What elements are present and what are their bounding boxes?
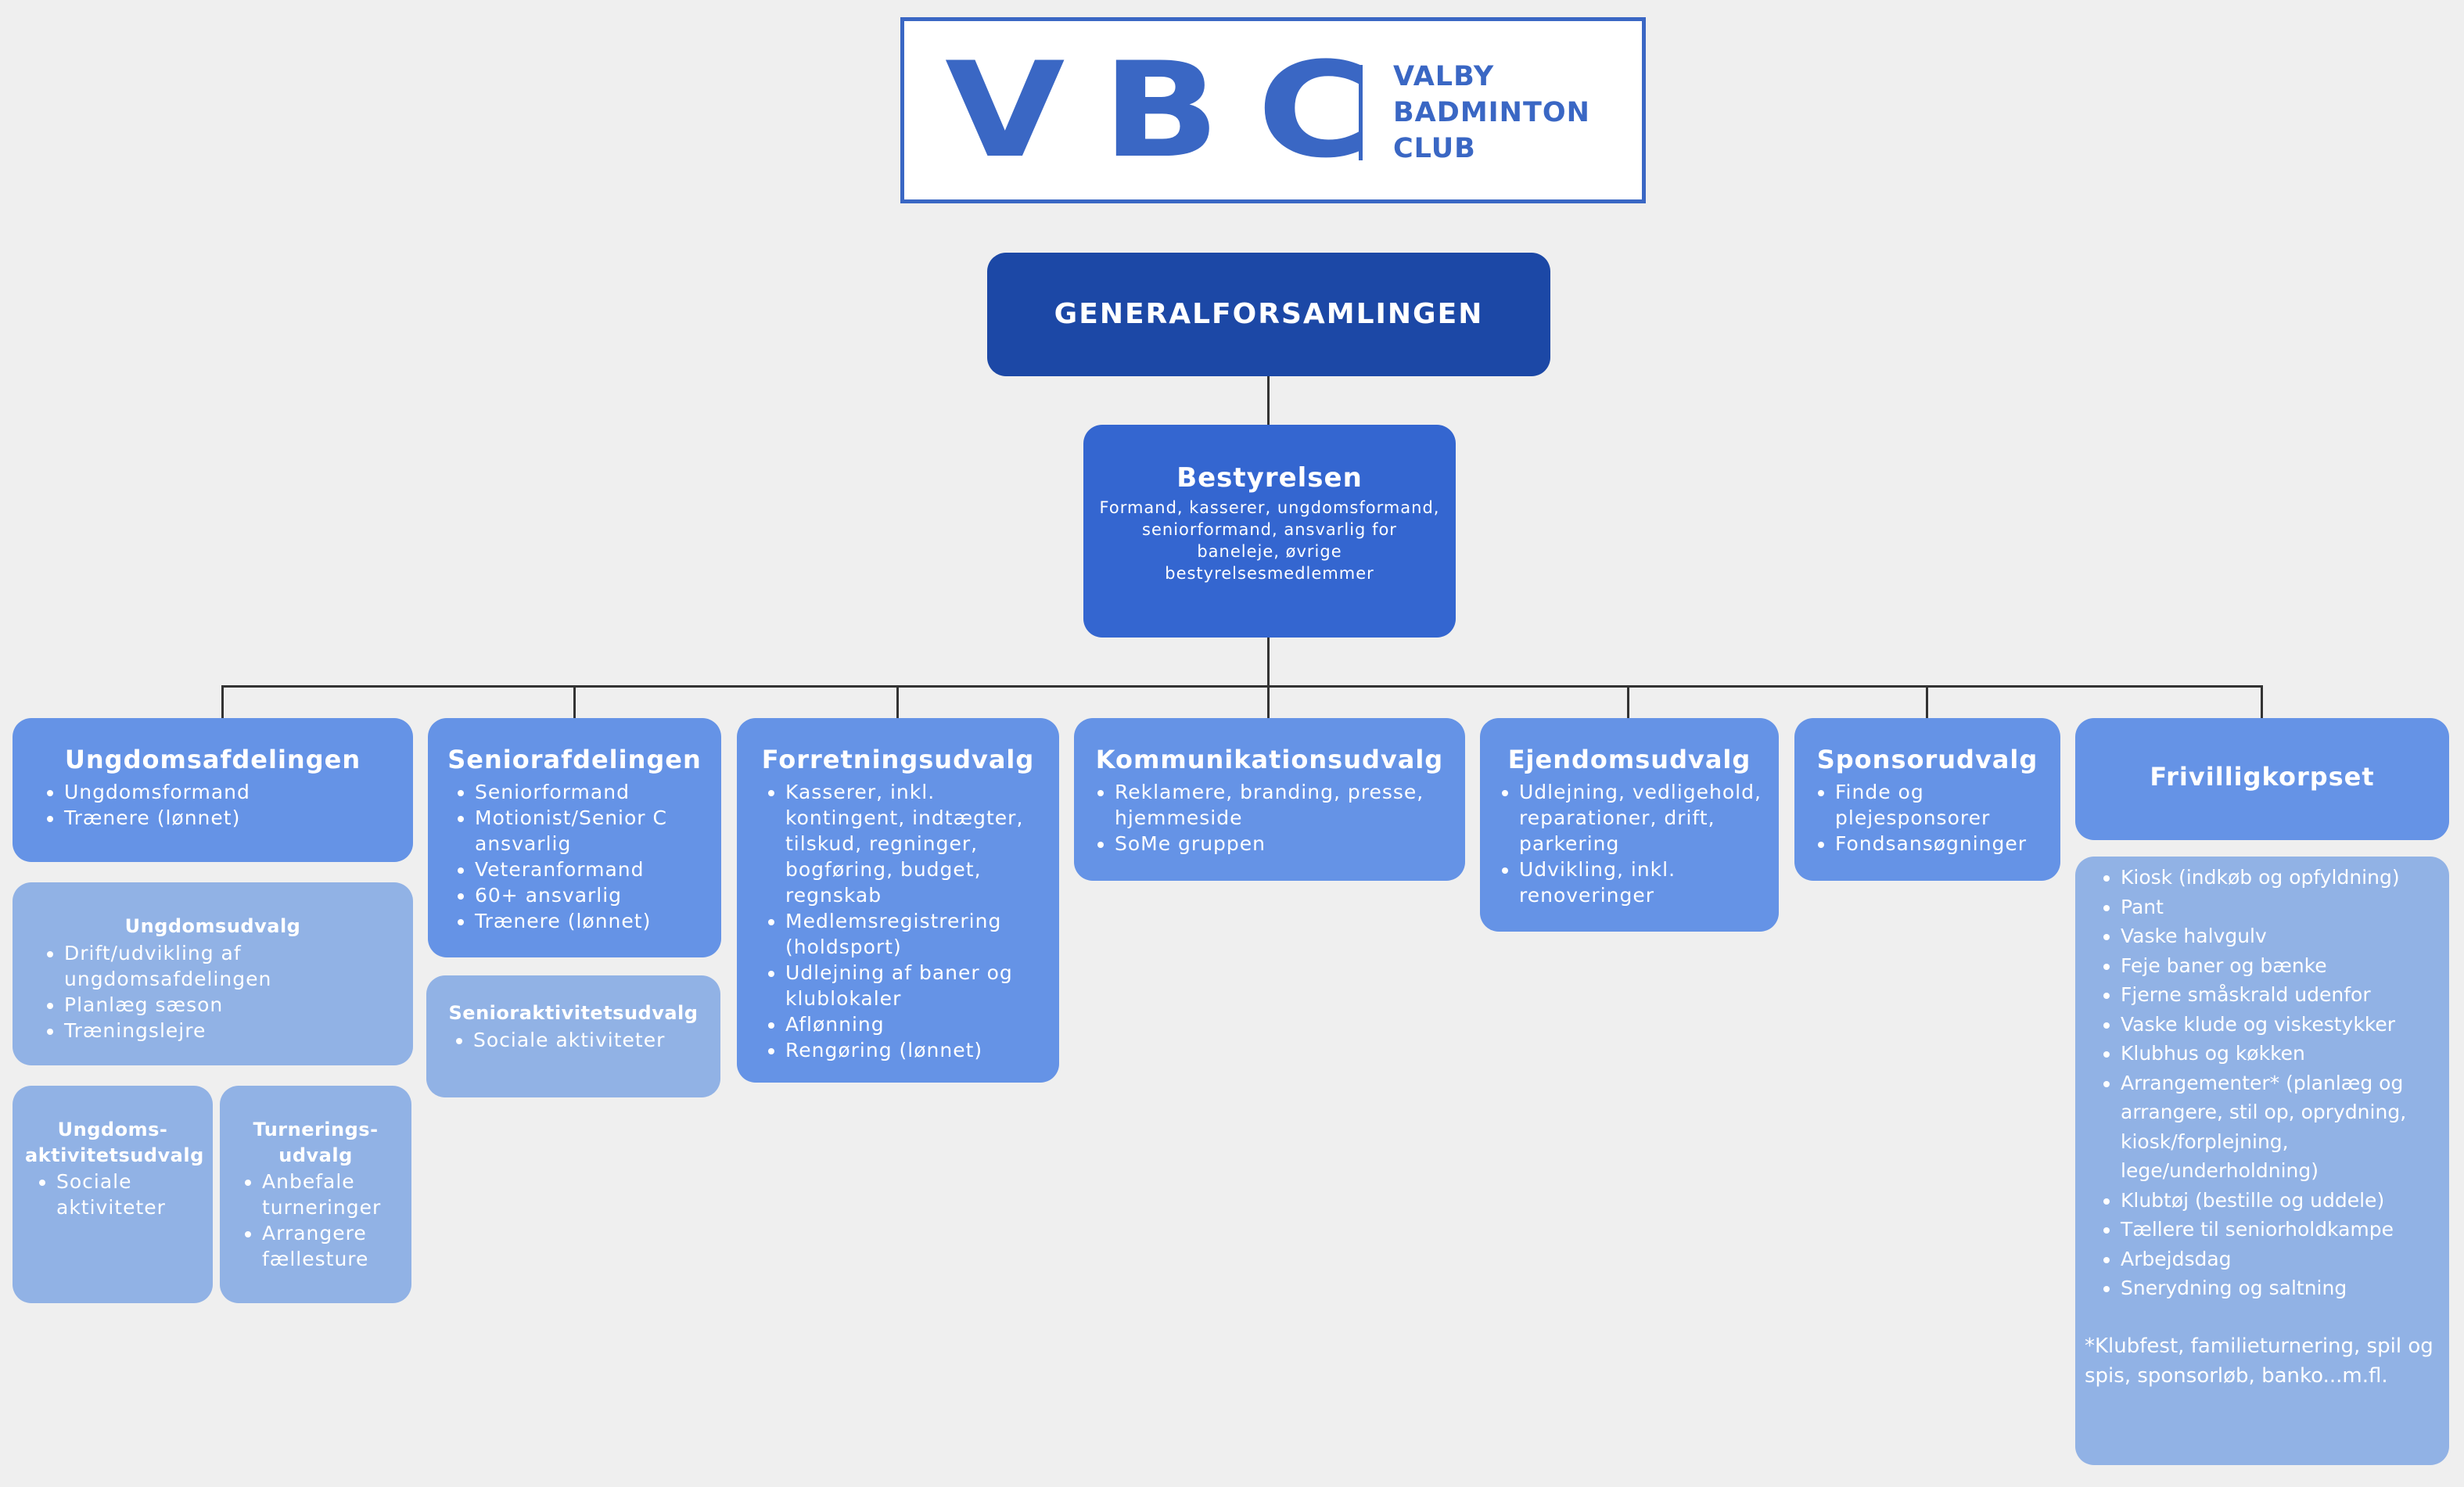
list-item: Tællere til seniorholdkampe	[2121, 1215, 2438, 1245]
list-item: Veteranformand	[475, 857, 713, 882]
list-item: Medlemsregistrering (holdsport)	[785, 908, 1048, 960]
list-item: Anbefale turneringer	[262, 1169, 407, 1220]
list-item: Arbejdsdag	[2121, 1245, 2438, 1274]
list-item: Trænere (lønnet)	[64, 805, 413, 831]
connector-drop	[896, 685, 899, 720]
connector-drop	[2261, 685, 2263, 720]
board-description: Formand, kasserer, ungdomsformand, senio…	[1099, 498, 1440, 583]
department-title: Frivilligkorpset	[2150, 762, 2375, 792]
connector-drop	[221, 685, 224, 720]
department-list: Kasserer, inkl. kontingent, indtægter, t…	[737, 779, 1059, 1063]
subcommittee-tournaments: Turnerings-udvalg Anbefale turneringer A…	[220, 1086, 411, 1303]
list-item: Klubhus og køkken	[2121, 1039, 2438, 1069]
list-item: Aflønning	[785, 1011, 1048, 1037]
connector-drop	[573, 685, 576, 720]
department-communication: Kommunikationsudvalg Reklamere, branding…	[1074, 718, 1465, 881]
list-item: Vaske halvgulv	[2121, 921, 2438, 951]
list-item: Sociale aktiviteter	[473, 1027, 720, 1053]
volunteer-task-list: Kiosk (indkøb og opfyldning) Pant Vaske …	[2075, 863, 2449, 1303]
board-title: Bestyrelsen	[1176, 462, 1363, 494]
connector-drop	[1267, 685, 1270, 720]
list-item: Reklamere, branding, presse, hjemmeside	[1115, 779, 1457, 831]
department-list: Finde og plejesponsorer Fondsansøgninger	[1794, 779, 2060, 857]
list-item: Klubtøj (bestille og uddele)	[2121, 1186, 2438, 1216]
list-item: SoMe gruppen	[1115, 831, 1457, 857]
connector-horizontal	[221, 685, 2263, 688]
department-list: Seniorformand Motionist/Senior C ansvarl…	[428, 779, 721, 934]
subcommittee-list: Sociale aktiviteter	[13, 1169, 213, 1220]
department-property: Ejendomsudvalg Udlejning, vedligehold, r…	[1480, 718, 1779, 932]
department-volunteers: Frivilligkorpset	[2075, 718, 2449, 840]
subcommittee-senior-activities: Senioraktivitetsudvalg Sociale aktivitet…	[426, 975, 720, 1097]
general-assembly-box: GENERALFORSAMLINGEN	[987, 253, 1550, 376]
volunteer-tasks-box: Kiosk (indkøb og opfyldning) Pant Vaske …	[2075, 857, 2449, 1465]
list-item: Pant	[2121, 893, 2438, 922]
list-item: Arrangere fællesture	[262, 1220, 407, 1272]
department-senior: Seniorafdelingen Seniorformand Motionist…	[428, 718, 721, 957]
logo-mark: VBC	[945, 34, 1408, 187]
volunteer-note: *Klubfest, familieturnering, spil og spi…	[2085, 1334, 2433, 1388]
subcommittee-title: Senioraktivitetsudvalg	[448, 1002, 699, 1024]
department-business: Forretningsudvalg Kasserer, inkl. kontin…	[737, 718, 1059, 1083]
connector-board-down	[1267, 635, 1270, 687]
connector-drop	[1926, 685, 1928, 720]
list-item: Udlejning af baner og klublokaler	[785, 960, 1048, 1011]
list-item: Rengøring (lønnet)	[785, 1037, 1048, 1063]
list-item: Snerydning og saltning	[2121, 1273, 2438, 1303]
department-list: Ungdomsformand Trænere (lønnet)	[13, 779, 413, 831]
list-item: Udvikling, inkl. renoveringer	[1519, 857, 1771, 908]
connector-top-board	[1267, 374, 1270, 426]
subcommittee-youth-activities: Ungdoms-aktivitetsudvalg Sociale aktivit…	[13, 1086, 213, 1303]
list-item: Arrangementer* (planlæg og arrangere, st…	[2121, 1069, 2438, 1186]
department-list: Udlejning, vedligehold, reparationer, dr…	[1480, 779, 1779, 908]
subcommittee-title: Ungdomsudvalg	[124, 915, 301, 937]
department-title: Sponsorudvalg	[1816, 745, 2038, 774]
list-item: Ungdomsformand	[64, 779, 413, 805]
logo-divider	[1359, 65, 1363, 160]
list-item: Motionist/Senior C ansvarlig	[475, 805, 713, 857]
board-box: Bestyrelsen Formand, kasserer, ungdomsfo…	[1083, 425, 1456, 638]
list-item: Fjerne småskrald udenfor	[2121, 980, 2438, 1010]
list-item: Drift/udvikling af ungdomsafdelingen	[64, 940, 404, 992]
department-youth: Ungdomsafdelingen Ungdomsformand Trænere…	[13, 718, 413, 862]
list-item: Trænere (lønnet)	[475, 908, 713, 934]
logo-club-name: VALBY BADMINTON CLUB	[1393, 59, 1590, 167]
subcommittee-youth: Ungdomsudvalg Drift/udvikling af ungdoms…	[13, 882, 413, 1065]
department-title: Ungdomsafdelingen	[64, 745, 361, 774]
list-item: Fondsansøgninger	[1835, 831, 2053, 857]
logo-name-line: VALBY	[1393, 61, 1495, 92]
list-item: Udlejning, vedligehold, reparationer, dr…	[1519, 779, 1771, 857]
general-assembly-title: GENERALFORSAMLINGEN	[1054, 298, 1484, 330]
department-list: Reklamere, branding, presse, hjemmeside …	[1074, 779, 1465, 857]
connector-drop	[1627, 685, 1629, 720]
logo-name-line: CLUB	[1393, 133, 1476, 164]
department-title: Ejendomsudvalg	[1507, 745, 1751, 774]
subcommittee-list: Anbefale turneringer Arrangere fællestur…	[220, 1169, 411, 1272]
list-item: Feje baner og bænke	[2121, 951, 2438, 981]
department-title: Kommunikationsudvalg	[1095, 745, 1444, 774]
list-item: Vaske klude og viskestykker	[2121, 1010, 2438, 1040]
logo-name-line: BADMINTON	[1393, 97, 1590, 128]
subcommittee-list: Sociale aktiviteter	[426, 1027, 720, 1053]
club-logo: VBC VALBY BADMINTON CLUB	[900, 17, 1646, 203]
department-sponsor: Sponsorudvalg Finde og plejesponsorer Fo…	[1794, 718, 2060, 881]
list-item: Træningslejre	[64, 1018, 404, 1043]
list-item: Kasserer, inkl. kontingent, indtægter, t…	[785, 779, 1048, 908]
department-title: Seniorafdelingen	[447, 745, 702, 774]
list-item: Kiosk (indkøb og opfyldning)	[2121, 863, 2438, 893]
subcommittee-title: Ungdoms-aktivitetsudvalg	[25, 1119, 204, 1166]
subcommittee-title: Turnerings-udvalg	[253, 1119, 379, 1166]
list-item: Planlæg sæson	[64, 992, 404, 1018]
subcommittee-list: Drift/udvikling af ungdomsafdelingen Pla…	[13, 940, 413, 1043]
department-title: Forretningsudvalg	[761, 745, 1035, 774]
list-item: 60+ ansvarlig	[475, 882, 713, 908]
list-item: Sociale aktiviteter	[56, 1169, 205, 1220]
list-item: Finde og plejesponsorer	[1835, 779, 2053, 831]
list-item: Seniorformand	[475, 779, 713, 805]
